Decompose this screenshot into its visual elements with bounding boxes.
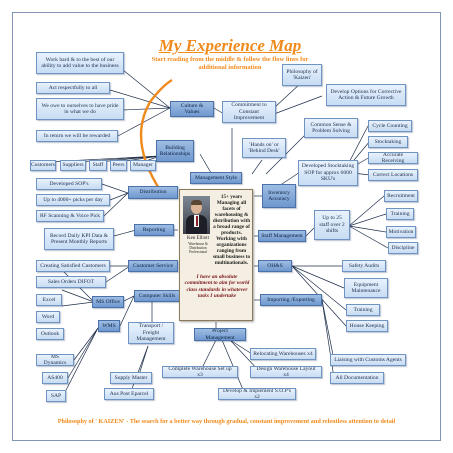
node-training-2: Training [346, 304, 380, 316]
profile-role: Warehouse & Distribution Professional [188, 241, 208, 254]
node-developed-stocktaking: Developed Stocktaking SOP for approx 600… [298, 160, 358, 186]
node-inventory-accuracy: Inventory Accuracy [262, 184, 296, 208]
profile-summary: 15+ years Managing all facets of warehou… [212, 194, 251, 266]
node-supply-master: Supply Master [110, 372, 152, 384]
profile-name-block: Ken Elliott Warehouse & Distribution Pro… [182, 236, 214, 254]
node-peers: Peers [110, 160, 127, 171]
node-management-style: Management Style [190, 172, 242, 184]
node-wms: WMS [98, 320, 120, 332]
node-as400: AS400 [42, 372, 68, 384]
node-hands-on: 'Hands on' or 'Behind Desk' [242, 138, 286, 158]
node-aus-post: Aus Post Eparcel [104, 388, 154, 400]
node-stocktaking: Stocktaking [368, 136, 408, 148]
node-sales-orders: Sales Orders DIFOT [36, 276, 106, 288]
node-outlook: Outlook [36, 328, 64, 340]
node-correct-locations: Correct Locations [368, 169, 418, 181]
node-in-return: In return we will be rewarded [36, 130, 118, 142]
node-common-sense: Common Sense & Problem Solving [304, 118, 358, 138]
node-staff: Staff [89, 160, 107, 171]
node-culture-values: Culture & Values [170, 101, 214, 117]
commitment-statement: I have an absolute commitment to aim for… [184, 274, 250, 300]
profile-photo [183, 196, 210, 234]
footer-text: The search for a better way through grad… [129, 418, 396, 425]
node-customer-service: Customer Service [128, 260, 178, 272]
node-rf-scanning: RF Scanning & Voice Pick [36, 210, 104, 222]
node-liaising-customs: Liaising with Customs Agents [330, 354, 406, 366]
node-cycle-counting: Cycle Counting [368, 120, 412, 132]
node-manager: Manager [130, 160, 156, 171]
node-creating-customers: Creating Satisfied Customers [36, 260, 110, 272]
node-safety-audits: Safety Audits [342, 260, 386, 272]
node-owe-ourselves: We owe to ourselves to have pride in wha… [36, 98, 124, 120]
page-title: My Experience Map [158, 36, 302, 55]
node-distribution: Distribution [128, 186, 178, 199]
node-philosophy-kaizen: Philosophy of 'Kaizen' [282, 64, 322, 86]
profile-card: 15+ years Managing all facets of warehou… [179, 189, 253, 321]
footer-lead: Philosophy of ' KAIZEN' - [57, 418, 129, 425]
node-building-relationships: Building Relationships [156, 140, 194, 162]
node-commitment-improvement: Commitment to Constant Improvement [222, 101, 276, 123]
node-recruitment: Recruitment [384, 190, 418, 202]
node-accurate-receiving: Accurate Receiving [368, 152, 418, 164]
node-sap: SAP [46, 390, 66, 402]
node-project-management: Project Management [194, 328, 246, 341]
node-transport-freight: Transport / Freight Management [128, 322, 174, 344]
node-develop-implement: Develop & Implement S.O.P's x2 [218, 388, 296, 400]
node-importing-exporting: Importing /Exporting [260, 294, 322, 306]
node-equipment-maintenance: Equipment Maintenance [344, 278, 388, 298]
node-record-kpi: Record Daily KPI Data & Present Monthly … [44, 228, 114, 250]
node-up-to-4000: Up to 4000+ picks per day [36, 194, 110, 206]
footer-philosophy: Philosophy of ' KAIZEN' - The search for… [14, 418, 439, 426]
node-act-respectfully: Act respectfully to all [36, 82, 110, 94]
node-word: Word [36, 311, 60, 323]
node-training-1: Training [386, 208, 414, 220]
node-ohs: OH&S [258, 260, 292, 272]
node-develop-options: Develop Options for Corrective Action & … [326, 84, 406, 106]
profile-name: Ken Elliott [186, 236, 210, 241]
node-ms-dynamics: MS Dynamics [36, 354, 74, 366]
node-relocating-warehouses: Relocating Warehouses x4 [250, 348, 316, 360]
node-up-to-25: Up to 25 staff over 2 shifts [314, 210, 350, 240]
page-subtitle: Start reading from the middle & follow t… [151, 56, 309, 71]
node-motivation: Motivation [386, 226, 416, 238]
node-work-hard: Work hard & to the best of our ability t… [36, 52, 124, 74]
node-house-keeping: House Keeping [346, 320, 388, 332]
node-excel: Excel [36, 294, 62, 306]
node-design-warehouse: Design Warehouse Layout x4 [250, 366, 322, 378]
node-developed-sops: Developed SOP's [36, 178, 102, 190]
node-reporting: Reporting [134, 224, 174, 236]
node-staff-management: Staff Management [258, 230, 306, 242]
node-suppliers: Suppliers [60, 160, 86, 171]
node-all-documentation: All Documentation [330, 372, 384, 384]
node-discipline: Discipline [388, 242, 418, 254]
node-ms-office: MS Office [92, 296, 124, 308]
node-complete-warehouse: Complete Warehouse Set up x3 [162, 366, 238, 378]
node-computer-skills: Computer Skills [134, 290, 180, 302]
node-customers: Customers [30, 160, 56, 171]
